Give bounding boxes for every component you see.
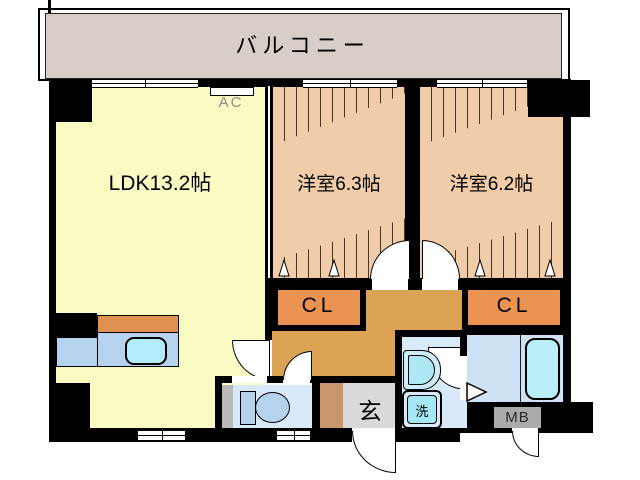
balcony	[45, 13, 562, 79]
kitchen-side-counter	[56, 337, 99, 367]
balcony-divider-tick	[48, 0, 51, 13]
window-ldk-balcony	[92, 79, 198, 88]
toilet-west-wall	[215, 378, 222, 430]
closet-1-label: CL	[301, 294, 337, 317]
ldk-label: LDK13.2帖	[108, 172, 212, 195]
folding-door-icon	[466, 382, 488, 402]
corner-pillar-bottom-left	[49, 383, 90, 430]
bathroom-north-wall	[462, 328, 563, 335]
washer-label: 洗	[415, 404, 429, 419]
room-ldk	[56, 86, 265, 428]
left-wall	[49, 79, 56, 430]
toilet-bowl	[255, 392, 290, 423]
bath-door-panel	[460, 356, 467, 400]
window-toilet-south	[277, 430, 310, 441]
door-gap-toilet-a	[232, 376, 267, 383]
corner-pillar-top-left	[49, 79, 92, 122]
entrance-step	[320, 383, 343, 428]
washroom-west-wall	[395, 337, 402, 428]
toilet-east-wall	[312, 378, 320, 430]
kitchen-sink	[125, 337, 167, 365]
carpet-pile-marks	[278, 258, 340, 277]
meter-box-door-arc	[512, 431, 539, 457]
ac-label: AC	[218, 94, 244, 111]
bottom-wall	[49, 428, 460, 442]
door-gap-western-2	[422, 278, 458, 290]
western-2-label: 洋室6.2帖	[449, 174, 534, 195]
meter-box-label: MB	[505, 409, 530, 426]
hallway	[366, 290, 462, 331]
right-wall	[563, 80, 571, 433]
window-ldk-south	[138, 430, 185, 441]
washing-machine: 洗	[402, 390, 442, 429]
wall-western1-western2	[405, 86, 420, 278]
bathtub	[525, 338, 560, 400]
wall-ldk-hallway	[265, 283, 272, 383]
toilet-duct	[222, 385, 233, 428]
bathroom-divider	[520, 335, 521, 402]
window-western-2-balcony	[437, 79, 527, 88]
corner-pillar-top-right	[528, 80, 590, 117]
entrance-floor	[343, 383, 397, 428]
closet-2-label: CL	[496, 294, 532, 317]
entrance-label: 玄	[358, 398, 382, 424]
room-western-1	[273, 86, 405, 278]
window-western-1-balcony	[303, 79, 397, 88]
closet-1-box: CL	[272, 284, 366, 331]
washbasin	[403, 350, 441, 390]
closet-2-box: CL	[462, 284, 566, 331]
kitchen-pillar	[49, 313, 97, 337]
meter-box	[494, 407, 541, 428]
western-1-label: 洋室6.3帖	[297, 174, 381, 195]
carpet-pile-marks	[474, 258, 556, 277]
air-conditioner	[210, 87, 254, 96]
balcony-label: バルコニー	[235, 33, 370, 58]
toilet-tank	[240, 391, 256, 425]
wall-ldk-western1	[265, 86, 273, 283]
entrance-door-arc	[352, 431, 396, 473]
washroom-north-wall	[395, 330, 467, 337]
bath-door-post	[460, 337, 467, 356]
door-gap-western-1	[372, 278, 408, 290]
